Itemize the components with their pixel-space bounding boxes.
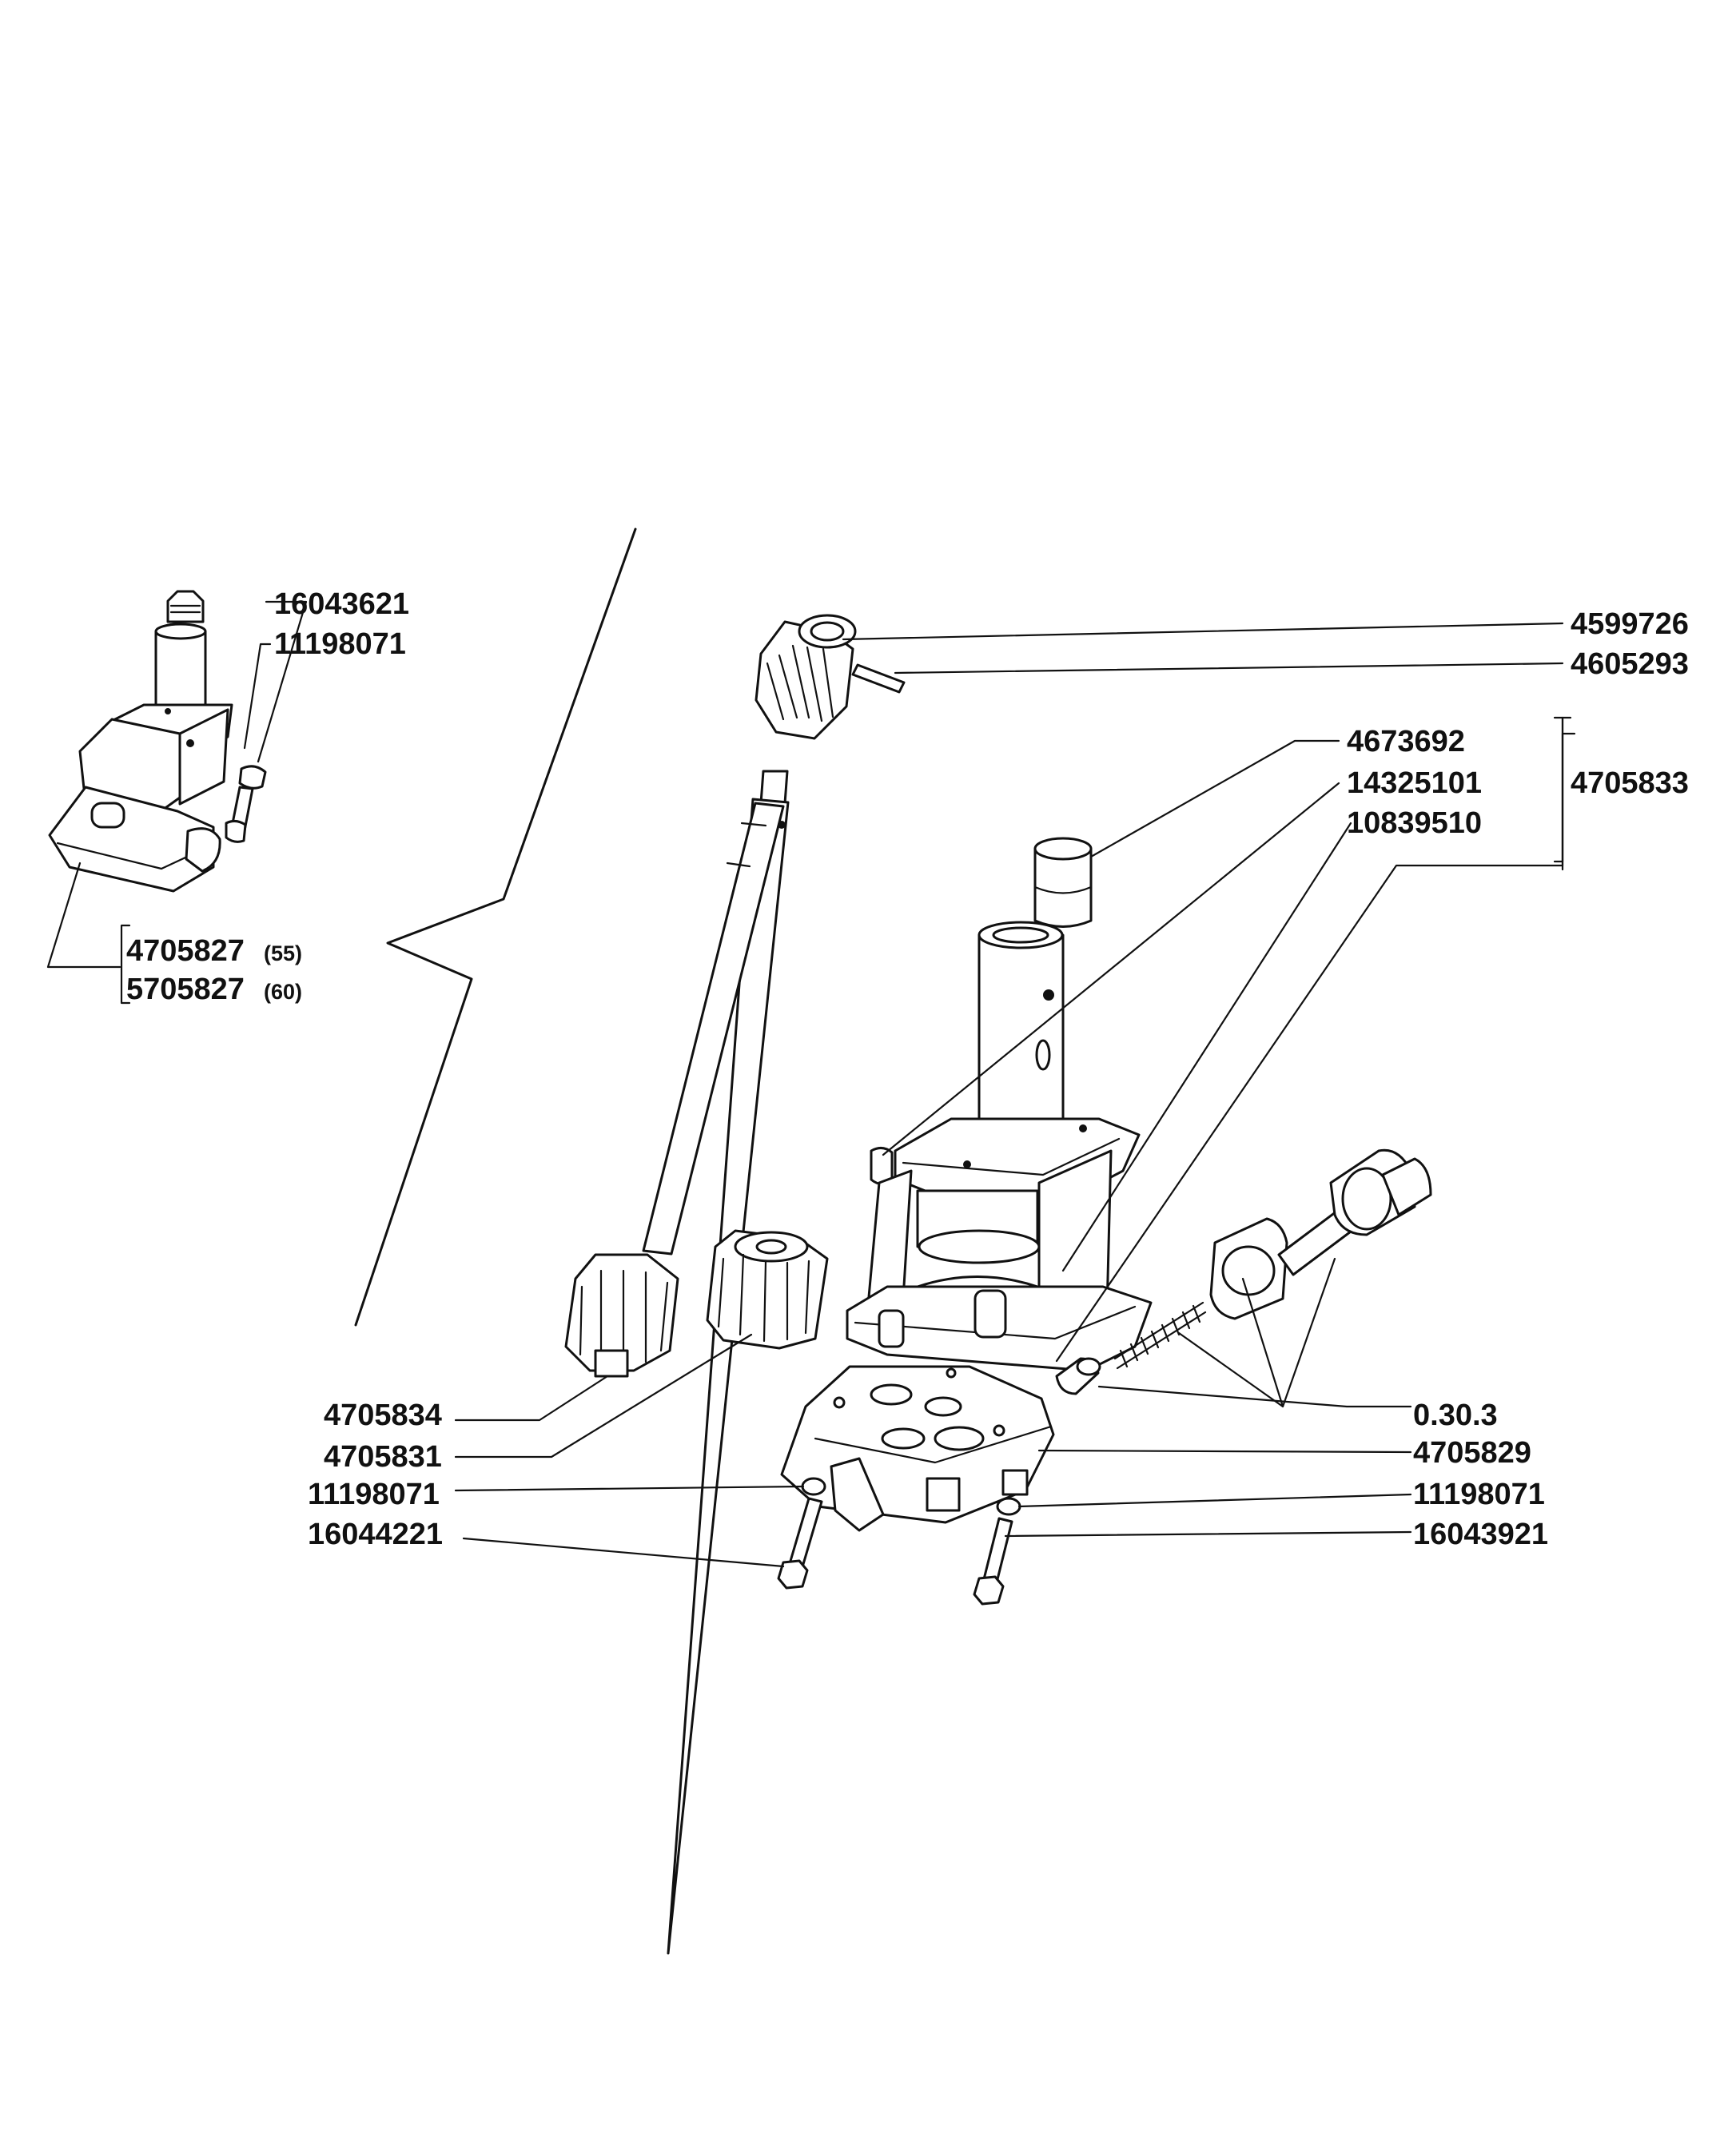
- washer-left-drawing: [801, 1477, 826, 1496]
- assy-bracket: [120, 924, 131, 1005]
- relief-valve-spring-drawing: [1113, 1301, 1207, 1370]
- relief-valve-washer-drawing: [1209, 1217, 1288, 1320]
- separator-line: [354, 527, 637, 1327]
- relief-valve-plug-drawing: [1055, 1357, 1101, 1395]
- part-number-label: 16043621: [274, 587, 409, 621]
- shaft-gear-drawing: [564, 1253, 679, 1378]
- part-number-note: (55): [264, 941, 302, 965]
- part-number-label: 4705833: [1571, 766, 1689, 800]
- bush-drawing: [1033, 837, 1093, 928]
- part-number-label: 11198071: [1413, 1478, 1545, 1511]
- pump-body-drawing: [846, 921, 1153, 1372]
- small-screw-and-washer-drawing: [225, 765, 267, 843]
- bolt-left-drawing: [777, 1497, 823, 1590]
- part-number-label: 4705831: [324, 1440, 442, 1474]
- part-number-label: 16044221: [308, 1518, 443, 1551]
- part-number-label: 16043921: [1413, 1518, 1548, 1551]
- part-number-label: 4605293: [1571, 647, 1689, 681]
- drive-shaft-drawing: [642, 770, 790, 1955]
- leader-lines: [46, 600, 1576, 1568]
- part-number-label: 4705829: [1413, 1436, 1531, 1470]
- bolt-right-drawing: [973, 1517, 1013, 1606]
- part-number-label: 10839510: [1347, 806, 1482, 840]
- driven-gear-drawing: [706, 1229, 829, 1350]
- pump-cover-drawing: [780, 1365, 1055, 1532]
- part-number-label: 5705827: [126, 973, 245, 1006]
- part-number-label: 0.30.3: [1413, 1399, 1498, 1432]
- part-number-label: 4705834: [324, 1399, 442, 1432]
- part-number-label: 4705827: [126, 934, 245, 968]
- body-assy-bracket: [1553, 716, 1564, 863]
- part-number-label: 14325101: [1347, 766, 1482, 800]
- part-number-label: 11198071: [308, 1478, 440, 1511]
- part-number-label: 4673692: [1347, 725, 1465, 758]
- drive-gear-drawing: [755, 614, 857, 740]
- part-number-label: 11198071: [274, 627, 406, 661]
- part-number-label: 4599726: [1571, 607, 1689, 641]
- assembled-pump-drawing: [48, 590, 233, 893]
- drive-gear-pin: [851, 663, 906, 694]
- relief-valve-body-drawing: [1277, 1148, 1432, 1276]
- washer-right-drawing: [996, 1497, 1021, 1516]
- part-number-note: (60): [264, 980, 302, 1004]
